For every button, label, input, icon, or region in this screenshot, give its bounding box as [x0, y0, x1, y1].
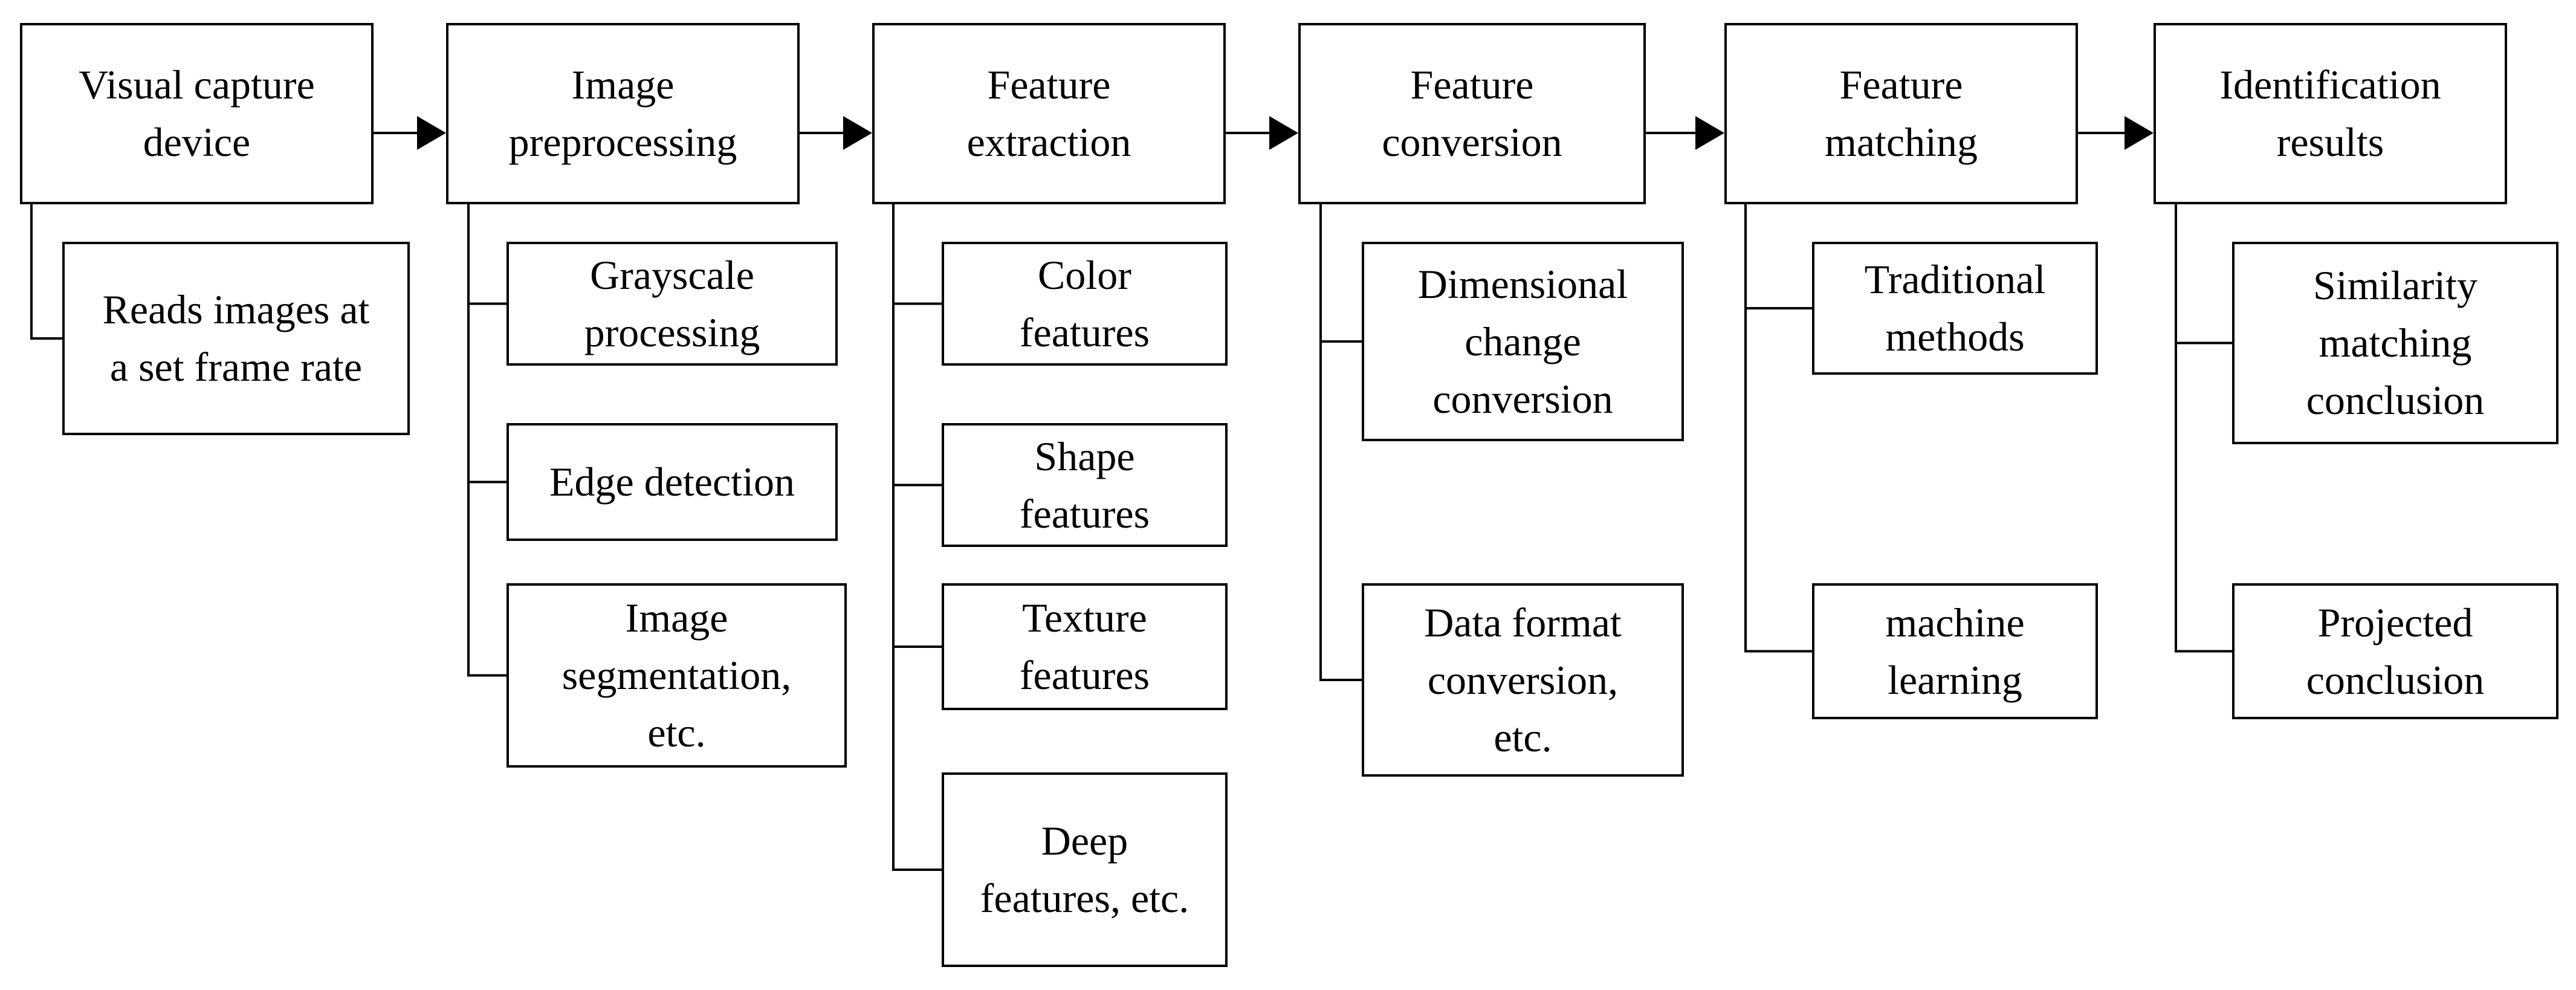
- flow-arrow-head: [417, 116, 446, 150]
- sub-box-deep-features-text-line: features, etc.: [980, 875, 1189, 921]
- stage-box-feature-conversion: Feature conversion: [1298, 23, 1646, 204]
- stage-box-feature-matching-text-line: Feature: [1839, 62, 1963, 108]
- sub-box-image-segmentation-text-line: segmentation,: [561, 652, 792, 698]
- sub-box-image-segmentation: Image segmentation, etc.: [506, 583, 847, 768]
- sub-box-data-format-conversion-text-line: Data format: [1424, 599, 1622, 645]
- sub-box-grayscale-processing: Grayscale processing: [506, 242, 838, 366]
- stage-box-identification-results-text-line: Identification: [2219, 62, 2441, 108]
- sub-box-edge-detection-text-line: Edge detection: [549, 459, 795, 505]
- sub-box-dimensional-change-conversion-text-line: change: [1464, 318, 1581, 364]
- sub-box-data-format-conversion-text-line: conversion,: [1427, 656, 1619, 703]
- flow-arrow-head: [1695, 116, 1724, 150]
- stage-box-feature-conversion-text-line: Feature: [1410, 62, 1534, 108]
- sub-box-edge-detection: Edge detection: [506, 423, 838, 541]
- stage-box-feature-conversion-text-line: conversion: [1382, 119, 1562, 165]
- sub-box-similarity-matching-conclusion-text-line: matching: [2319, 320, 2472, 366]
- flow-arrow-head: [2125, 116, 2154, 150]
- sub-box-reads-images-text-line: Reads images at: [102, 286, 370, 332]
- sub-box-shape-features: Shape features: [942, 423, 1228, 547]
- stage-box-feature-matching: Feature matching: [1724, 23, 2078, 204]
- sub-box-image-segmentation-text-line: etc.: [647, 710, 706, 755]
- sub-box-deep-features: Deep features, etc.: [942, 772, 1228, 967]
- flow-arrow-head: [843, 116, 872, 150]
- sub-box-grayscale-processing-text-line: processing: [584, 309, 760, 355]
- sub-box-similarity-matching-conclusion-text-line: Similarity: [2313, 262, 2477, 308]
- stage-box-identification-results-text-line: results: [2276, 119, 2384, 165]
- stage-box-image-preprocessing: Image preprocessing: [446, 23, 800, 204]
- stage-box-image-preprocessing-text-line: Image: [571, 62, 675, 108]
- stage-box-visual-capture-device-text-line: device: [143, 119, 251, 165]
- stage-box-visual-capture-device: Visual capture device: [20, 23, 374, 204]
- sub-box-dimensional-change-conversion-text-line: conversion: [1432, 375, 1613, 422]
- sub-box-color-features: Color features: [942, 242, 1228, 366]
- sub-box-similarity-matching-conclusion-text-line: conclusion: [2306, 377, 2485, 423]
- sub-box-traditional-methods-text-line: Traditional: [1864, 256, 2046, 302]
- sub-box-color-features-text-line: Color: [1038, 251, 1131, 298]
- stage-box-feature-matching-text-line: matching: [1824, 119, 1978, 165]
- sub-box-traditional-methods: Traditional methods: [1812, 242, 2098, 375]
- sub-box-texture-features-text-line: Texture: [1022, 595, 1147, 641]
- sub-box-reads-images: Reads images at a set frame rate: [62, 242, 410, 435]
- sub-box-shape-features-text-line: features: [1019, 490, 1150, 537]
- stage-box-feature-extraction-text-line: extraction: [966, 119, 1131, 165]
- sub-box-traditional-methods-text-line: methods: [1885, 314, 2025, 360]
- sub-box-dimensional-change-conversion: Dimensional change conversion: [1362, 242, 1684, 441]
- sub-box-texture-features: Texture features: [942, 583, 1228, 710]
- sub-box-projected-conclusion: Projected conclusion: [2232, 583, 2558, 719]
- sub-box-data-format-conversion: Data format conversion, etc.: [1362, 583, 1684, 777]
- sub-box-shape-features-text-line: Shape: [1034, 433, 1135, 479]
- sub-box-data-format-conversion-text-line: etc.: [1493, 714, 1552, 760]
- sub-box-machine-learning-text-line: machine: [1885, 599, 2025, 645]
- sub-box-dimensional-change-conversion-text-line: Dimensional: [1417, 260, 1628, 307]
- sub-box-projected-conclusion-text-line: Projected: [2317, 599, 2473, 645]
- flow-arrow-head: [1269, 116, 1298, 150]
- sub-box-reads-images-text-line: a set frame rate: [109, 344, 363, 390]
- stage-box-feature-extraction: Feature extraction: [872, 23, 1226, 204]
- sub-box-machine-learning-text-line: learning: [1888, 656, 2022, 703]
- sub-box-deep-features-text-line: Deep: [1041, 818, 1128, 864]
- stage-box-identification-results: Identification results: [2154, 23, 2507, 204]
- sub-box-machine-learning: machine learning: [1812, 583, 2098, 719]
- stage-box-image-preprocessing-text-line: preprocessing: [508, 119, 737, 165]
- sub-box-texture-features-text-line: features: [1019, 652, 1150, 698]
- sub-box-color-features-text-line: features: [1019, 309, 1150, 355]
- sub-box-similarity-matching-conclusion: Similarity matching conclusion: [2232, 242, 2558, 444]
- sub-box-projected-conclusion-text-line: conclusion: [2306, 656, 2485, 703]
- sub-box-image-segmentation-text-line: Image: [625, 595, 728, 641]
- sub-box-grayscale-processing-text-line: Grayscale: [590, 251, 754, 298]
- stage-box-feature-extraction-text-line: Feature: [987, 62, 1111, 108]
- stage-box-visual-capture-device-text-line: Visual capture: [79, 62, 315, 108]
